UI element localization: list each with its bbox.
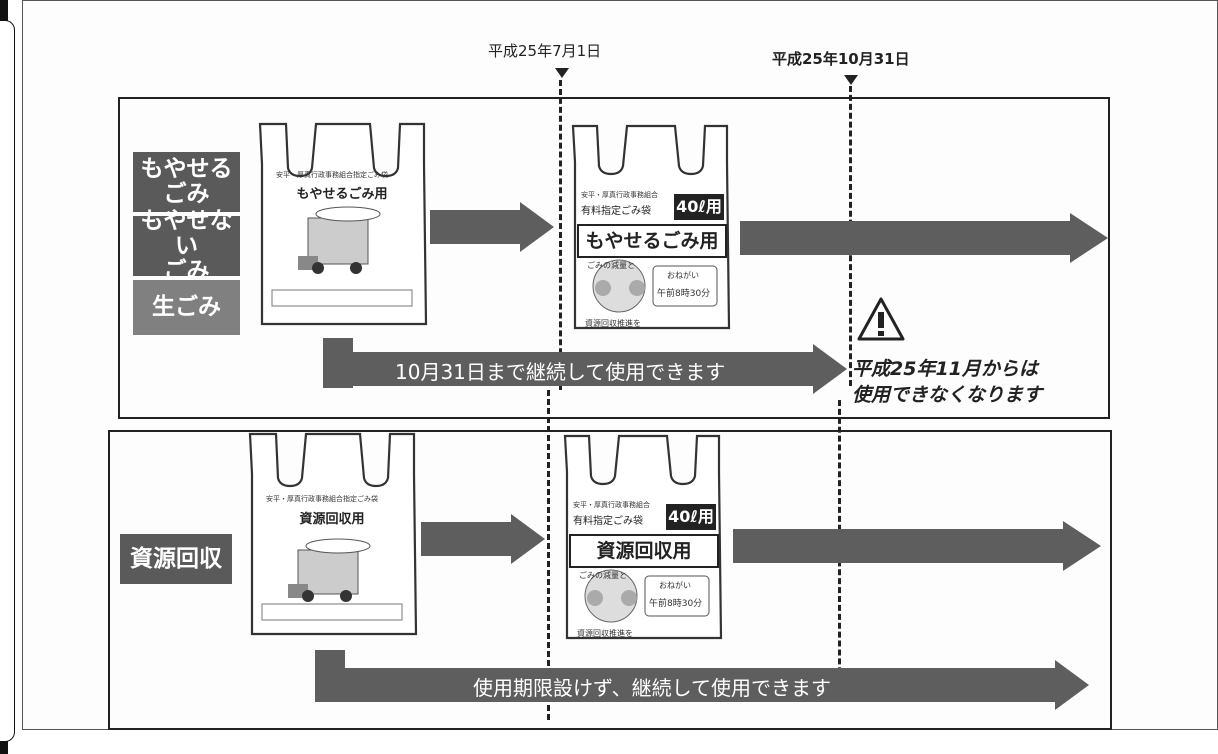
new-bag-title: もやせるごみ用	[577, 224, 727, 258]
panel-burnable	[118, 97, 1110, 419]
new-bag-title: 資源回収用	[569, 534, 719, 568]
category-nonburnable: もやせない ごみ	[133, 208, 240, 283]
date-label-start: 平成25年7月1日	[488, 42, 602, 60]
old-bag-title: もやせるごみ用	[296, 187, 388, 202]
date-marker-end	[844, 75, 858, 85]
old-bag-header: 安平・厚真行政事務組合指定ごみ袋	[266, 495, 378, 503]
warning-icon	[856, 296, 906, 342]
bag-outline-icon	[248, 432, 418, 636]
new-bag-size-tag: 40ℓ用	[674, 194, 724, 220]
new-bag-onegai: おねがい	[659, 581, 691, 590]
old-bag-recycle: 安平・厚真行政事務組合指定ごみ袋 資源回収用	[248, 428, 420, 638]
old-bag-burnable: 安平・厚真行政事務組合指定ごみ袋 もやせるごみ用	[258, 118, 430, 328]
new-bag-reduce-text: ごみの減量と	[579, 571, 627, 580]
new-bag-header-line2: 有料指定ごみ袋	[581, 206, 651, 217]
new-bag-time: 午前8時30分	[657, 289, 711, 299]
warning-line2: 使用できなくなります	[852, 384, 1043, 406]
new-bag-time: 午前8時30分	[649, 599, 703, 609]
timeline-start-line-lower	[547, 390, 550, 720]
usage-text-top: 10月31日まで継続して使用できます	[395, 360, 726, 384]
usage-text-bottom: 使用期限設けず、継続して使用できます	[473, 676, 831, 700]
timeline-start-line	[559, 80, 562, 390]
date-marker-start	[555, 68, 569, 78]
category-recycle: 資源回収	[120, 534, 232, 584]
new-bag-size-tag: 40ℓ用	[666, 504, 716, 530]
new-bag-onegai: おねがい	[667, 271, 699, 280]
new-bag-reduce-text: ごみの減量と	[587, 261, 635, 270]
new-bag-header-line1: 安平・厚真行政事務組合	[573, 501, 650, 509]
old-bag-header: 安平・厚真行政事務組合指定ごみ袋	[276, 171, 388, 179]
category-burnable: もやせる ごみ	[133, 152, 240, 212]
new-bag-header-line1: 安平・厚真行政事務組合	[581, 191, 658, 199]
new-bag-footer: 資源回収推進を	[585, 319, 641, 328]
new-bag-footer: 資源回収推進を	[577, 629, 633, 638]
old-bag-title: 資源回収用	[299, 512, 365, 527]
bag-outline-icon	[258, 122, 428, 326]
panel-recycle	[108, 430, 1112, 730]
page-edge	[0, 0, 15, 754]
warning-line1: 平成25年11月からは	[852, 358, 1038, 380]
category-food-waste: 生ごみ	[133, 280, 240, 335]
new-bag-recycle: 安平・厚真行政事務組合 有料指定ごみ袋 40ℓ用 資源回収用 ごみの減量と おね…	[563, 430, 723, 642]
new-bag-header-line2: 有料指定ごみ袋	[573, 516, 643, 527]
date-label-end: 平成25年10月31日	[772, 50, 910, 68]
new-bag-burnable: 安平・厚真行政事務組合 有料指定ごみ袋 40ℓ用 もやせるごみ用 ごみの減量と …	[571, 120, 731, 332]
